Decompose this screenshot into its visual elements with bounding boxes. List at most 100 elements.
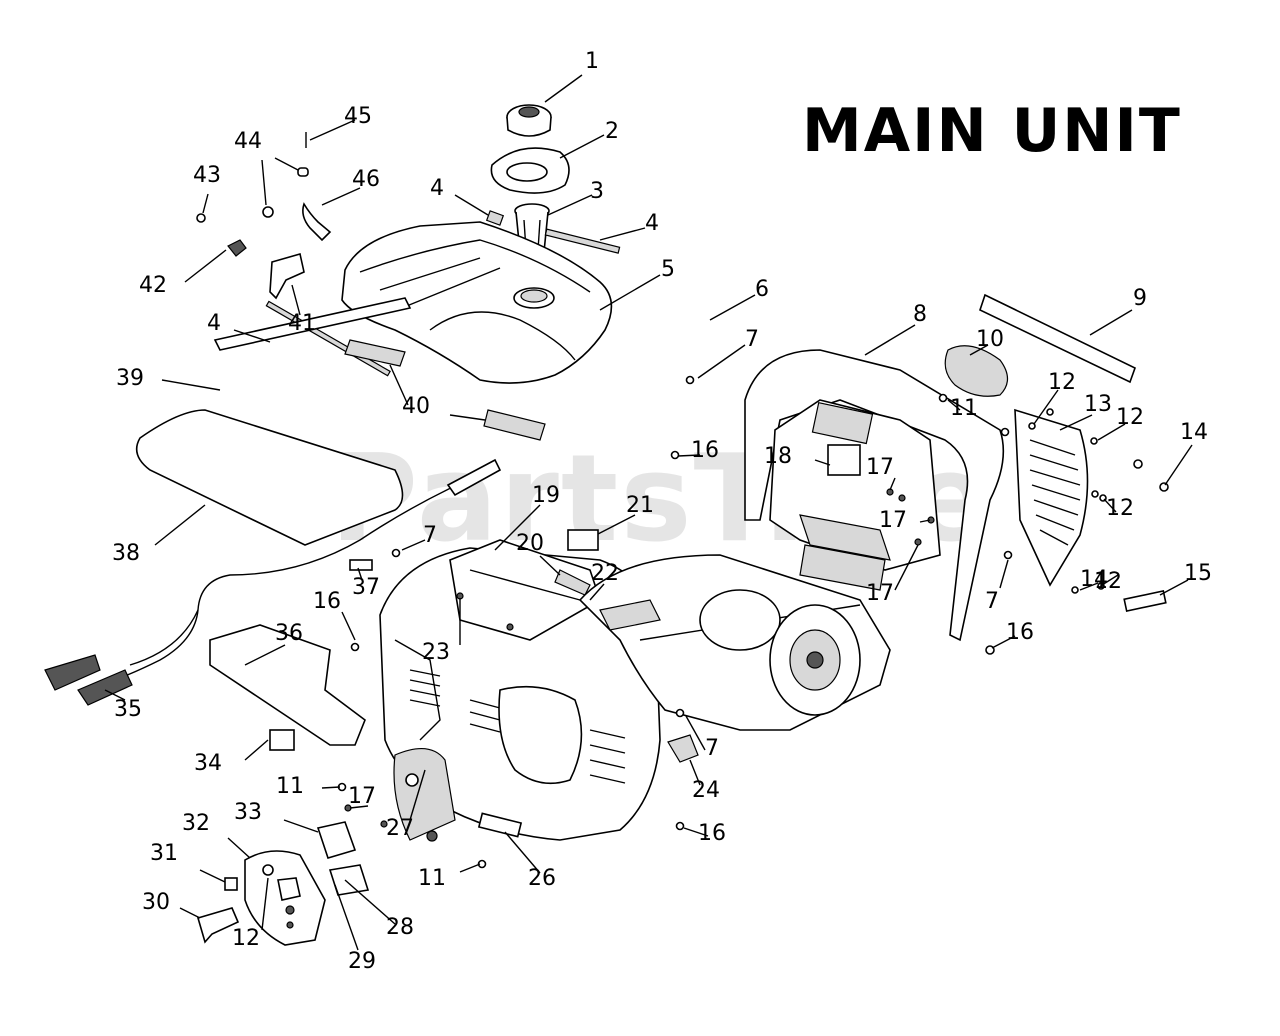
callout-21-c21[interactable]: 21 [626, 493, 654, 518]
callout-3-c3[interactable]: 3 [590, 179, 604, 204]
callout-11-c11c[interactable]: 11 [418, 866, 446, 891]
callout-12-c12a[interactable]: 12 [1048, 370, 1076, 395]
callout-12-c12e[interactable]: 12 [232, 926, 260, 951]
callout-17-c17d[interactable]: 17 [348, 784, 376, 809]
part-bracket-40b[interactable] [483, 409, 546, 441]
callout-16-c16d[interactable]: 16 [698, 821, 726, 846]
callout-30-c30[interactable]: 30 [142, 890, 170, 915]
callout-38-c38[interactable]: 38 [112, 541, 140, 566]
callout-45-c45[interactable]: 45 [344, 104, 372, 129]
callout-12-c12b[interactable]: 12 [1116, 405, 1144, 430]
callout-32-c32[interactable]: 32 [182, 811, 210, 836]
part-fuel-hose[interactable] [302, 202, 332, 242]
callout-41-c41[interactable]: 41 [288, 311, 316, 336]
callout-12-c12c[interactable]: 12 [1106, 496, 1134, 521]
callout-39-c39[interactable]: 39 [116, 366, 144, 391]
callout-6-c6[interactable]: 6 [755, 277, 769, 302]
callout-7-c7a[interactable]: 7 [745, 327, 759, 352]
callout-26-c26[interactable]: 26 [528, 866, 556, 891]
part-outlet-33[interactable] [316, 821, 357, 859]
part-front-housing[interactable] [379, 547, 661, 841]
callout-8-c8[interactable]: 8 [913, 302, 927, 327]
callout-11-c11a[interactable]: 11 [950, 396, 978, 421]
callout-33-c33[interactable]: 33 [234, 800, 262, 825]
callout-24-c24[interactable]: 24 [692, 778, 720, 803]
part-screw-43[interactable] [196, 213, 206, 223]
part-bracket-41[interactable] [269, 252, 305, 300]
callout-42-c42[interactable]: 42 [139, 273, 167, 298]
callout-15-c15[interactable]: 15 [1184, 561, 1212, 586]
part-label-26[interactable] [477, 812, 523, 838]
part-strip-small[interactable] [485, 210, 505, 226]
part-vent-tube[interactable] [297, 132, 309, 177]
part-label-15[interactable] [1123, 590, 1167, 612]
part-nut-27[interactable] [426, 830, 438, 842]
part-bracket-40a[interactable] [344, 339, 406, 367]
callout-16-c16b[interactable]: 16 [313, 589, 341, 614]
callout-2-c2[interactable]: 2 [605, 119, 619, 144]
callout-27-c27[interactable]: 27 [386, 816, 414, 841]
callout-29-c29[interactable]: 29 [348, 949, 376, 974]
callout-1-c1[interactable]: 1 [585, 49, 599, 74]
part-fuel-cap[interactable] [506, 104, 552, 137]
callout-28-c28[interactable]: 28 [386, 915, 414, 940]
part-clip[interactable] [262, 206, 274, 218]
callout-9-c9[interactable]: 9 [1133, 286, 1147, 311]
part-base-pad-38[interactable] [135, 409, 404, 546]
callout-22-c22[interactable]: 22 [591, 561, 619, 586]
callout-17-c17c[interactable]: 17 [866, 581, 894, 606]
leader-line-c7a [697, 344, 746, 379]
callout-4-c4c[interactable]: 4 [207, 311, 221, 336]
part-decal-9[interactable] [979, 293, 1136, 384]
part-fuel-tank[interactable] [341, 221, 613, 384]
part-label-37[interactable] [349, 559, 373, 571]
part-panel-39[interactable] [213, 297, 412, 351]
part-damper-24[interactable] [667, 734, 699, 763]
part-battery-cable[interactable] [44, 458, 502, 706]
callout-17-c17a[interactable]: 17 [866, 455, 894, 480]
callout-31-c31[interactable]: 31 [150, 841, 178, 866]
part-cover-10[interactable] [944, 345, 1009, 397]
callout-40-c40[interactable]: 40 [402, 394, 430, 419]
callout-5-c5[interactable]: 5 [661, 257, 675, 282]
callout-12-c12d[interactable]: 12 [1094, 569, 1122, 594]
callout-19-c19[interactable]: 19 [532, 483, 560, 508]
callout-23-c23[interactable]: 23 [422, 640, 450, 665]
part-strip-top[interactable] [544, 228, 621, 254]
part-frame-engine[interactable] [578, 554, 891, 731]
part-block-21[interactable] [567, 529, 599, 551]
part-cap-ring[interactable] [490, 147, 570, 194]
callout-43-c43[interactable]: 43 [193, 163, 221, 188]
callout-16-c16c[interactable]: 16 [1006, 620, 1034, 645]
callout-18-c18[interactable]: 18 [764, 444, 792, 469]
callout-34-c34[interactable]: 34 [194, 751, 222, 776]
callout-11-c11b[interactable]: 11 [276, 774, 304, 799]
leader-line-c35 [104, 689, 126, 701]
part-outlet-28[interactable] [328, 864, 370, 896]
callout-17-c17b[interactable]: 17 [879, 508, 907, 533]
callout-14-c14a[interactable]: 14 [1180, 420, 1208, 445]
part-handle-30[interactable] [197, 907, 240, 944]
callout-16-c16a[interactable]: 16 [691, 438, 719, 463]
part-valve[interactable] [227, 239, 247, 257]
callout-7-c7b[interactable]: 7 [423, 523, 437, 548]
part-rear-housing[interactable] [744, 349, 1005, 642]
callout-10-c10[interactable]: 10 [976, 327, 1004, 352]
part-control-panel[interactable] [244, 850, 326, 946]
callout-7-c7d[interactable]: 7 [985, 589, 999, 614]
callout-36-c36[interactable]: 36 [275, 621, 303, 646]
callout-4-c4b[interactable]: 4 [645, 211, 659, 236]
part-switch-31[interactable] [224, 877, 238, 891]
callout-4-c4a[interactable]: 4 [430, 176, 444, 201]
part-panel-36[interactable] [209, 624, 366, 746]
callout-7-c7c[interactable]: 7 [705, 736, 719, 761]
callout-35-c35[interactable]: 35 [114, 697, 142, 722]
part-rear-grille[interactable] [1014, 408, 1089, 587]
callout-14-c14b[interactable]: 14 [1080, 567, 1108, 592]
callout-37-c37[interactable]: 37 [352, 575, 380, 600]
callout-13-c13[interactable]: 13 [1084, 392, 1112, 417]
callout-46-c46[interactable]: 46 [352, 167, 380, 192]
callout-44-c44[interactable]: 44 [234, 129, 262, 154]
callout-20-c20[interactable]: 20 [516, 531, 544, 556]
part-label-34[interactable] [269, 729, 295, 751]
